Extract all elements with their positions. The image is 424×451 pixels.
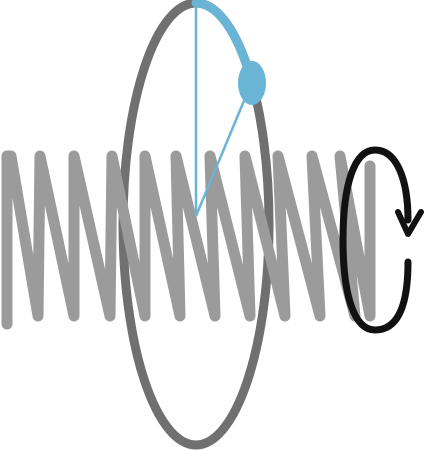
coil-spring [1, 150, 376, 330]
highlighted-arc [191, 0, 256, 84]
spring-coil-path [1, 150, 376, 330]
orbit-point [238, 61, 266, 105]
clockwise-rotation-arrow-icon [339, 146, 424, 334]
radius-line [194, 83, 253, 217]
